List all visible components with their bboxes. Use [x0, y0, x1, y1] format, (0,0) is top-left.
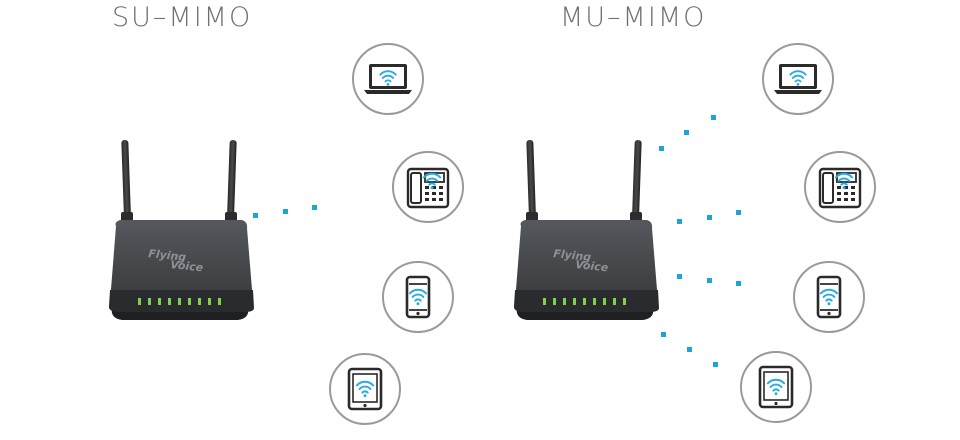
- mu-device-smartphone: [793, 261, 865, 333]
- mu-device-deskphone: [804, 151, 876, 223]
- mu-signal-dots: [659, 115, 741, 367]
- mu-router-brand-line1: Flying: [553, 247, 592, 264]
- su-device-smartphone: [382, 261, 454, 333]
- su-device-laptop: [352, 43, 424, 115]
- mu-device-tablet: [740, 351, 812, 423]
- su-router-brand-line2: Voice: [170, 258, 205, 274]
- mu-device-laptop: [762, 43, 834, 115]
- su-mimo-title: SU–MIMO: [112, 2, 253, 33]
- su-signal-dots: [253, 205, 317, 218]
- su-device-deskphone: [392, 151, 464, 223]
- mu-router: Flying Voice: [513, 139, 659, 320]
- mu-router-brand-line2: Voice: [575, 258, 610, 274]
- mu-mimo-title: MU–MIMO: [560, 2, 707, 33]
- su-router: Flying Voice: [108, 139, 254, 320]
- su-router-brand-line1: Flying: [148, 247, 187, 264]
- su-device-tablet: [329, 353, 401, 425]
